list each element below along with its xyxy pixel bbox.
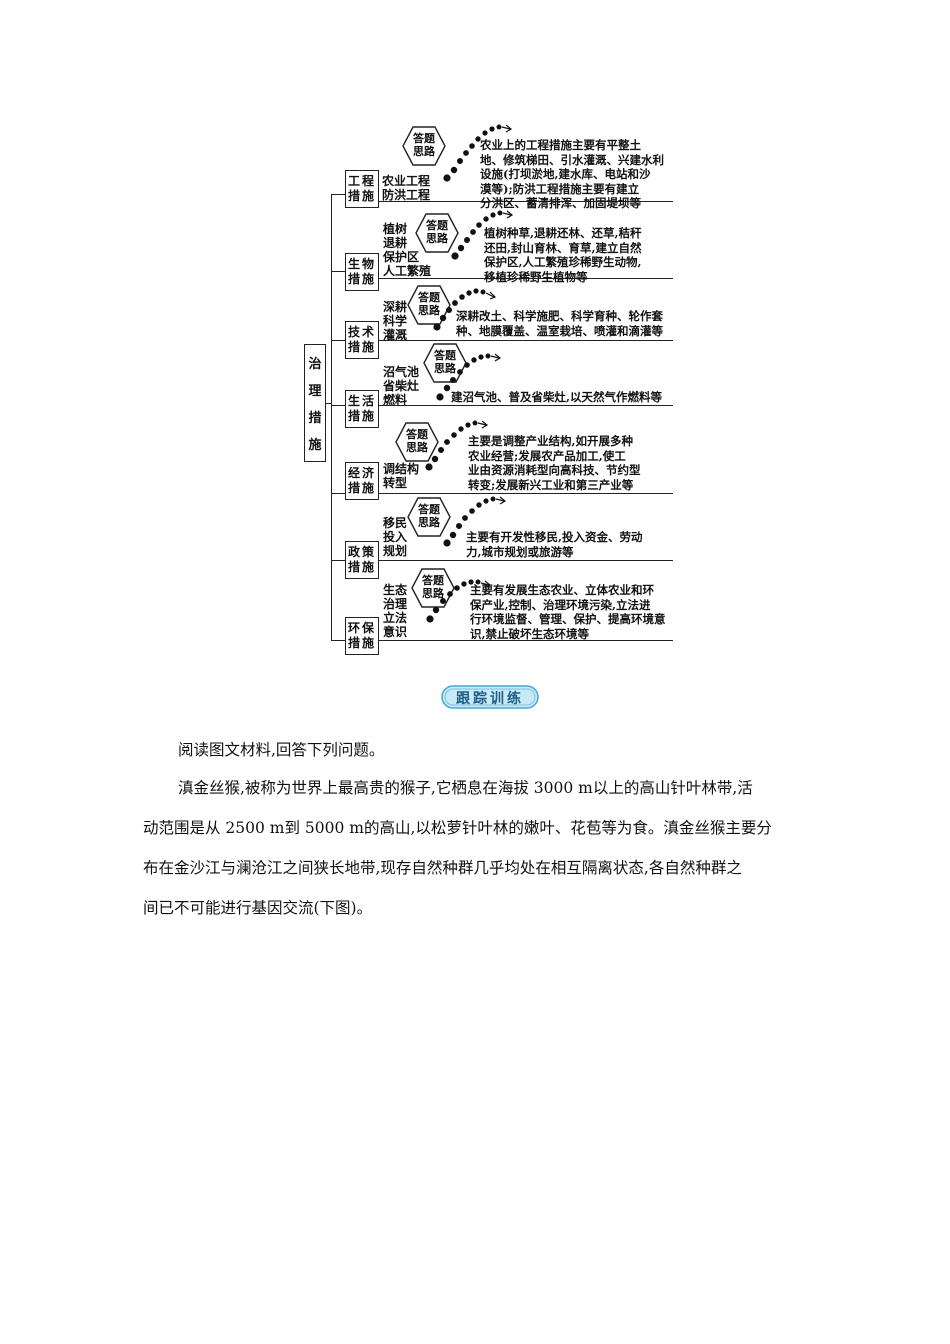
branch-type-box: 政策 措施 bbox=[345, 541, 379, 579]
dotted-arrow-7 bbox=[426, 579, 492, 623]
branch-description: 深耕改土、科学施肥、科学育种、轮作套 种、地膜覆盖、温室栽培、喷灌和滴灌等 bbox=[456, 309, 663, 338]
root-char: 理 bbox=[308, 384, 322, 399]
branch-underline bbox=[379, 560, 673, 561]
dotted-arrow-4 bbox=[436, 353, 502, 401]
branch-underline bbox=[379, 493, 673, 494]
banner-text: 跟踪训练 bbox=[456, 691, 524, 707]
dotted-arrow-5 bbox=[425, 420, 489, 471]
branch-type-box: 生物 措施 bbox=[345, 253, 379, 291]
branch-items: 植树 退耕 保护区 人工繁殖 bbox=[383, 222, 432, 278]
body-paragraph-line: 滇金丝猴,被称为世界上最高贵的猴子,它栖息在海拔 3000 m以上的高山针叶林带… bbox=[178, 779, 753, 797]
branch-items: 调结构 转型 bbox=[383, 462, 420, 490]
branch-type-box: 生活 措施 bbox=[345, 390, 379, 428]
hex-answer-badge: 答题思路 bbox=[423, 343, 467, 383]
root-box: 治 理 措 施 bbox=[304, 344, 326, 462]
root-char: 治 bbox=[308, 357, 322, 372]
branch-type-box: 技术 措施 bbox=[345, 321, 379, 359]
instruction-paragraph: 阅读图文材料,回答下列问题。 bbox=[178, 741, 385, 759]
root-char: 施 bbox=[308, 438, 322, 453]
branch-items: 沼气池 省柴灶 燃料 bbox=[383, 365, 420, 407]
branch-description: 主要有开发性移民,投入资金、劳动 力,城市规划或旅游等 bbox=[466, 530, 643, 559]
branch-connector bbox=[331, 560, 345, 561]
trunk-line bbox=[331, 194, 332, 640]
branch-description: 建沼气池、普及省柴灶,以天然气作燃料等 bbox=[451, 390, 663, 404]
root-connector bbox=[326, 403, 332, 404]
branch-items: 深耕 科学 灌溉 bbox=[383, 300, 408, 342]
branch-underline bbox=[379, 640, 673, 641]
dotted-arrow-2 bbox=[451, 210, 514, 260]
training-banner: 跟踪训练 bbox=[441, 685, 539, 709]
dotted-arrow-6 bbox=[443, 496, 507, 547]
branch-description: 农业上的工程措施主要有平整土 地、修筑梯田、引水灌溉、兴建水利 设施(打坝淤地,… bbox=[480, 138, 664, 210]
hex-answer-badge: 答题思路 bbox=[411, 568, 455, 608]
branch-connector bbox=[331, 493, 345, 494]
hex-answer-badge: 答题思路 bbox=[395, 422, 439, 462]
branch-description: 主要是调整产业结构,如开展多种 农业经营;发展农产品加工,使工 业由资源消耗型向… bbox=[468, 434, 641, 492]
body-paragraph-line: 间已不可能进行基因交流(下图)。 bbox=[143, 899, 373, 917]
dotted-arrow-1 bbox=[443, 124, 513, 182]
hex-answer-badge: 答题思路 bbox=[402, 126, 446, 166]
branch-items: 农业工程 防洪工程 bbox=[382, 174, 431, 202]
dotted-arrows bbox=[425, 124, 514, 623]
branch-type-box: 环保 措施 bbox=[345, 617, 379, 655]
branch-connector bbox=[331, 271, 345, 272]
branch-connector bbox=[331, 194, 345, 195]
branch-type-box: 工程 措施 bbox=[345, 170, 379, 208]
branch-underline bbox=[379, 340, 673, 341]
hex-answer-badge: 答题思路 bbox=[407, 497, 451, 537]
body-paragraph-line: 布在金沙江与澜沧江之间狭长地带,现存自然种群几乎均处在相互隔离状态,各自然种群之 bbox=[143, 859, 742, 877]
branch-items: 移民 投入 规划 bbox=[383, 516, 408, 558]
body-paragraph-line: 动范围是从 2500 m到 5000 m的高山,以松萝针叶林的嫩叶、花苞等为食。… bbox=[143, 819, 772, 837]
hex-answer-badge: 答题思路 bbox=[415, 213, 459, 253]
branch-description: 主要有发展生态农业、立体农业和环 保产业,控制、治理环境污染,立法进 行环境监督… bbox=[470, 583, 666, 641]
branch-underline bbox=[379, 405, 673, 406]
branch-type-box: 经济 措施 bbox=[345, 462, 379, 500]
branch-items: 生态 治理 立法 意识 bbox=[383, 583, 408, 639]
branch-underline bbox=[379, 278, 673, 279]
hex-answer-badge: 答题思路 bbox=[407, 285, 451, 325]
branch-connector bbox=[331, 340, 345, 341]
branch-connector bbox=[331, 405, 345, 406]
branch-underline bbox=[379, 201, 673, 202]
branch-description: 植树种草,退耕还林、还草,秸秆 还田,封山育林、育草,建立自然 保护区,人工繁殖… bbox=[484, 226, 642, 284]
root-char: 措 bbox=[308, 411, 322, 426]
dotted-arrow-3 bbox=[433, 288, 497, 331]
branch-connector bbox=[331, 640, 345, 641]
